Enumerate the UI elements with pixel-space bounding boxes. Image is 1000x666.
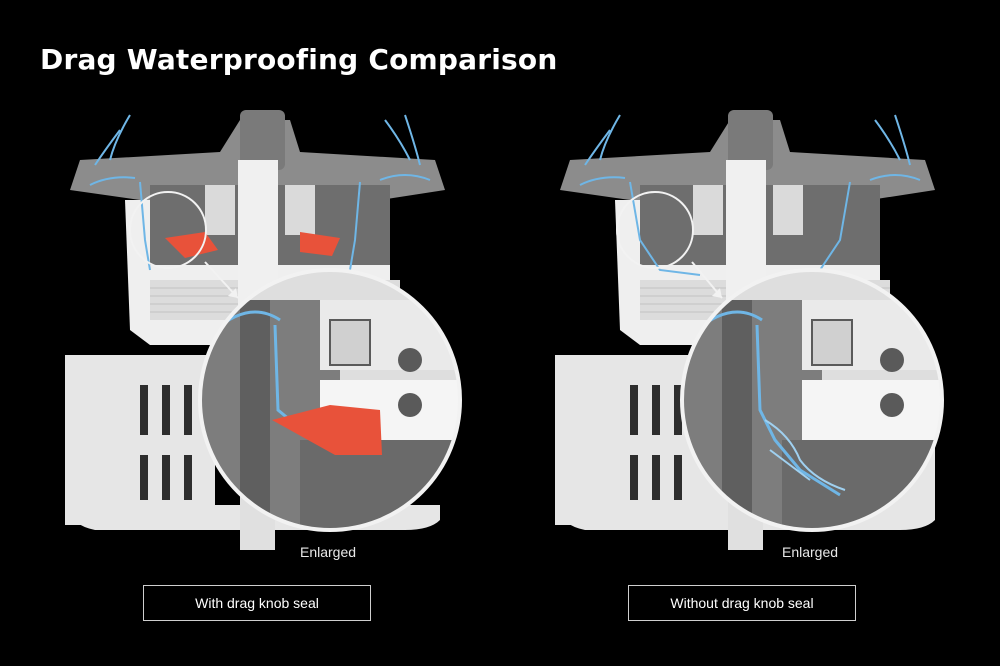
vent-slots xyxy=(630,385,682,500)
knob-top xyxy=(728,110,773,170)
page-title: Drag Waterproofing Comparison xyxy=(40,43,558,76)
cross-section-diagram-without-seal xyxy=(555,110,944,550)
vent-slots xyxy=(140,385,192,500)
panel-with-seal: Enlarged With drag knob seal xyxy=(65,110,462,621)
enlarged-view-without-seal xyxy=(682,270,942,530)
inner-block-l xyxy=(693,185,723,235)
inner-block-r xyxy=(773,185,803,235)
seal-small-right xyxy=(300,232,340,256)
zoom-arrowhead xyxy=(228,288,238,298)
enlarged-view-with-seal xyxy=(200,270,460,530)
zoom-circle xyxy=(680,268,944,532)
zoom-source-circle xyxy=(129,191,207,269)
zoom-circle xyxy=(198,268,462,532)
caption-without-seal: Without drag knob seal xyxy=(628,585,856,621)
cross-section-diagram-with-seal xyxy=(65,110,462,550)
zoom-source-circle xyxy=(616,191,694,269)
enlarged-label: Enlarged xyxy=(782,544,839,560)
inner-block-r xyxy=(285,185,315,235)
water-splash xyxy=(579,114,921,276)
panel-without-seal: Enlarged Without drag knob seal xyxy=(500,0,1000,666)
zoom-arrowhead xyxy=(712,288,722,298)
water-splash xyxy=(89,114,431,271)
caption-with-seal: With drag knob seal xyxy=(143,585,371,621)
knob-top xyxy=(240,110,285,170)
enlarged-label: Enlarged xyxy=(300,544,357,560)
inner-block-l xyxy=(205,185,235,235)
